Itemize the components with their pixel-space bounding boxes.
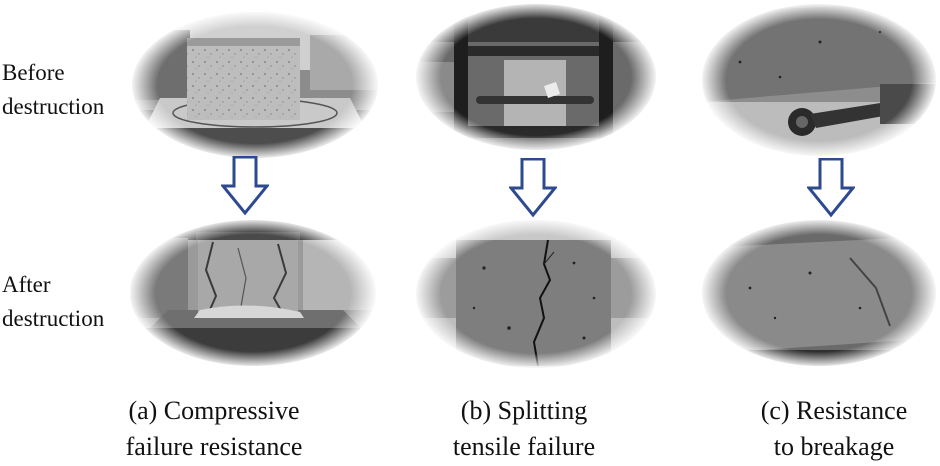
after-label-line2: destruction: [2, 306, 105, 331]
photo-breakage-before: [700, 2, 938, 158]
photo-splitting-after: [414, 218, 658, 370]
before-label-line1: Before: [2, 60, 65, 85]
after-label-line1: After: [2, 272, 51, 297]
caption-splitting-line1: (b) Splitting: [460, 396, 588, 425]
before-destruction-label: Before destruction: [2, 56, 104, 124]
caption-splitting: (b) Splitting tensile failure: [394, 393, 654, 465]
down-arrow-icon: [221, 156, 269, 216]
before-label-line2: destruction: [2, 94, 105, 119]
caption-breakage-line1: (c) Resistance: [760, 396, 908, 425]
caption-breakage-line2: to breakage: [773, 432, 895, 461]
photo-breakage-after: [700, 218, 938, 368]
caption-breakage: (c) Resistance to breakage: [704, 393, 940, 465]
photo-compressive-after: [128, 218, 378, 368]
caption-compressive: (a) Compressive failure resistance: [84, 393, 344, 465]
down-arrow-icon: [509, 158, 557, 218]
photo-compressive-before: [130, 10, 380, 160]
caption-compressive-line1: (a) Compressive: [128, 396, 300, 425]
caption-compressive-line2: failure resistance: [125, 432, 303, 461]
down-arrow-icon: [807, 158, 855, 218]
after-destruction-label: After destruction: [2, 268, 104, 336]
photo-splitting-before: [414, 2, 658, 152]
caption-splitting-line2: tensile failure: [452, 432, 596, 461]
